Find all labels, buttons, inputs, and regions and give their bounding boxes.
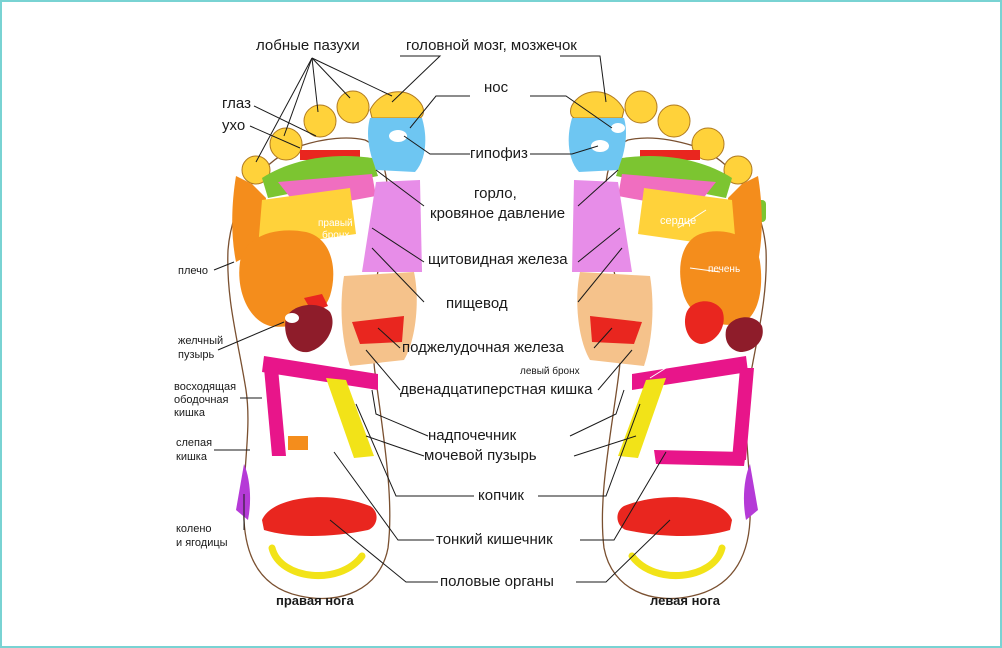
label-knee-line1: колено (176, 523, 212, 535)
pituitary-spot (591, 140, 609, 152)
label-throat-line1: горло, (474, 185, 517, 202)
sigmoid-colon (654, 450, 746, 466)
pituitary-spot (389, 130, 407, 142)
transverse-colon (262, 356, 378, 390)
label-knee-line2: и ягодицы (176, 537, 228, 549)
brain-zone (368, 118, 426, 172)
label-cecum-line2: кишка (176, 451, 208, 463)
label-left-bronchus: левый бронх (520, 365, 580, 377)
leader-lines (213, 55, 721, 583)
label-bladder: мочевой пузырь (424, 447, 537, 464)
toe-1 (241, 155, 271, 185)
ascending-colon (264, 368, 286, 456)
gallbladder-zone (725, 317, 763, 352)
label-duodenum: двенадцатиперстная кишка (400, 381, 593, 398)
heel-yellow-arc (268, 544, 366, 579)
label-shoulder: плечо (178, 265, 208, 277)
right-foot (227, 90, 426, 600)
knee-purple-zone (743, 464, 758, 520)
label-liver: печень (708, 264, 740, 275)
cecum-spot (288, 436, 308, 450)
label-ear: ухо (222, 117, 245, 134)
pancreas-red (352, 316, 404, 344)
genitals-heel-zone (262, 497, 377, 536)
label-ascending-colon-line3: кишка (174, 407, 206, 419)
gallbladder-highlight (285, 313, 299, 323)
toe-3 (303, 104, 337, 138)
label-right-foot: правая нога (276, 593, 354, 608)
label-nose: нос (484, 79, 509, 96)
toe-3 (657, 104, 691, 138)
label-small-intestine: тонкий кишечник (436, 531, 553, 548)
toe-1 (723, 155, 753, 185)
toe-4 (624, 90, 658, 124)
left-foot (568, 90, 767, 600)
label-thyroid: щитовидная железа (428, 251, 568, 268)
big-toe-top (570, 91, 625, 119)
liver-zone (680, 231, 762, 325)
label-throat-line2: кровяное давление (430, 205, 565, 222)
thyroid-zone (362, 180, 422, 272)
nose-spot (611, 123, 625, 133)
label-ascending-colon-line1: восходящая (174, 381, 236, 393)
toe-2 (269, 127, 303, 161)
spleen-zone (684, 301, 724, 344)
label-pancreas: поджелудочная железа (402, 339, 565, 356)
label-genitals: половые органы (440, 573, 554, 590)
pancreas-red (590, 316, 642, 344)
bladder-yellow-band (326, 378, 374, 458)
labels: лобные пазухи головной мозг, мозжечок гл… (174, 37, 740, 608)
label-brain: головной мозг, мозжечок (406, 37, 577, 54)
label-eye: глаз (222, 95, 251, 112)
label-esophagus: пищевод (446, 295, 508, 312)
label-ascending-colon-line2: ободочная (174, 394, 229, 406)
knee-purple-zone (236, 464, 251, 520)
label-adrenal: надпочечник (428, 427, 517, 444)
label-right-bronchus-line2: бронх (322, 229, 349, 241)
toe-4 (336, 90, 370, 124)
genitals-heel-zone (617, 497, 732, 536)
label-cecum-line1: слепая (176, 437, 212, 449)
label-right-bronchus-line1: правый (318, 218, 353, 229)
label-pituitary: гипофиз (470, 145, 528, 162)
heel-yellow-arc (628, 544, 726, 579)
label-gallbladder-line1: желчный (178, 335, 223, 347)
label-gallbladder-line2: пузырь (178, 349, 215, 361)
big-toe-top (369, 91, 424, 119)
label-coccyx: копчик (478, 487, 524, 504)
label-left-foot: левая нога (650, 593, 721, 608)
thyroid-zone (572, 180, 632, 272)
eye-ear-spots (300, 150, 360, 160)
eye-ear-spots (640, 150, 700, 160)
label-frontal-sinuses: лобные пазухи (256, 37, 360, 54)
descending-colon (732, 368, 754, 460)
label-heart: сердце (660, 215, 696, 227)
